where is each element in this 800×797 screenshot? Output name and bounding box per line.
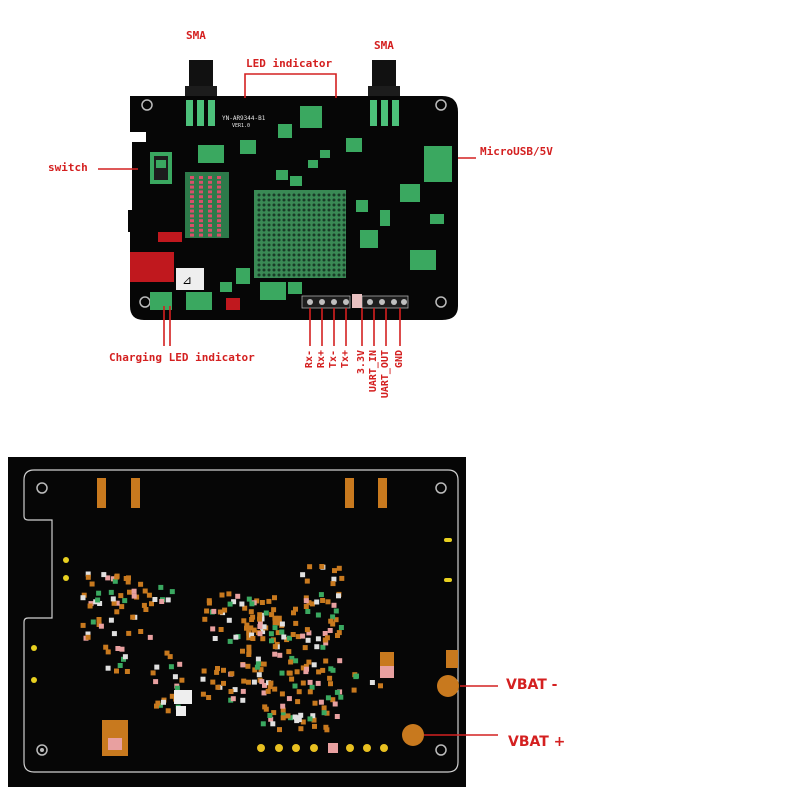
bottom-header-pads — [257, 744, 388, 752]
pin-header-left — [301, 295, 351, 309]
vbat-plus-pad — [402, 724, 424, 746]
small-components — [198, 106, 452, 300]
vbat-minus-label: VBAT - — [506, 677, 558, 693]
switch-label: switch — [48, 161, 88, 174]
vbat-plus-label: VBAT + — [508, 734, 566, 750]
svg-text:⊿: ⊿ — [182, 273, 192, 287]
led-indicator-label: LED indicator — [246, 57, 333, 70]
sma-left-pads — [186, 100, 215, 126]
sma-left-label: SMA — [186, 29, 206, 42]
bottom-pcb — [8, 457, 466, 787]
bottom-sma-pads — [97, 478, 387, 508]
microusb-label: MicroUSB/5V — [480, 145, 553, 158]
vbat-minus-pad — [437, 675, 459, 697]
sma-right-pads — [370, 100, 399, 126]
annotation-lines — [98, 73, 476, 346]
silkscreen-version: VER1.0 — [232, 123, 250, 129]
sma-right-label: SMA — [374, 39, 394, 52]
smd-pads — [80, 564, 383, 733]
charging-led-label: Charging LED indicator — [109, 351, 255, 364]
top-board-diagram: YN-AR9344-B1 VER1.0 ⊿ — [98, 60, 476, 346]
silkscreen-part-number: YN-AR9344-B1 — [222, 115, 266, 122]
